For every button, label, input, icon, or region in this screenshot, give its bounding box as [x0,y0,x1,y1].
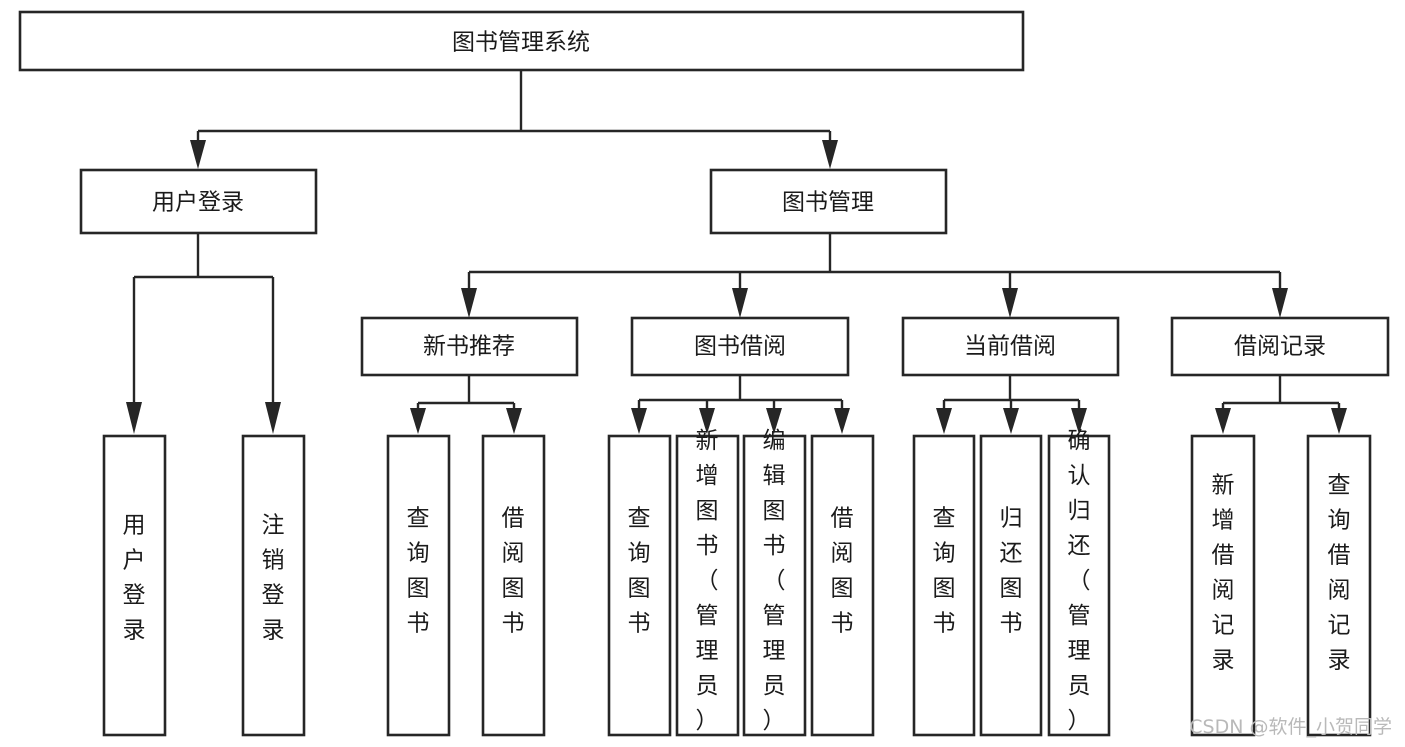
arrow-head-leaf-book-borrow-2 [766,408,782,434]
leaf-box-current-borrow-2[interactable] [1047,434,1111,737]
node-root-label: 图书管理系统 [452,30,590,56]
leaf-label-user-login-1: 注销登录 [262,513,285,644]
leaf-label-book-borrow-2: 编辑图书（管理员） [763,428,786,734]
leaf-node[interactable]: 编辑图书（管理员） [742,428,807,737]
leaf-node[interactable]: 查询图书 [386,434,451,737]
leaf-node[interactable]: 归还图书 [979,434,1043,737]
leaf-box-book-borrow-2[interactable] [742,434,807,737]
arrow-head-book-mgmt [822,140,838,169]
leaf-label-new-book-1: 借阅图书 [502,506,525,637]
node-new-book-recommend[interactable]: 新书推荐 [360,316,579,377]
leaf-label-borrow-record-0: 新增借阅记录 [1212,473,1235,674]
leaf-node[interactable]: 查询图书 [912,434,976,737]
arrow-head-leaf-new-book-1 [506,408,522,434]
leaf-node[interactable]: 借阅图书 [810,434,875,737]
arrow-head-leaf-book-borrow-1 [699,408,715,434]
node-book-borrow-box[interactable] [630,316,850,377]
node-book-borrow-label: 图书借阅 [694,334,786,360]
node-new-book-recommend-box[interactable] [360,316,579,377]
leaf-box-new-book-1[interactable] [481,434,546,737]
leaf-node[interactable]: 借阅图书 [481,434,546,737]
leaf-label-current-borrow-2: 确认归还（管理员） [1068,428,1091,734]
node-user-login[interactable]: 用户登录 [79,168,318,235]
arrow-head-leaf-borrow-record-1 [1331,408,1347,434]
leaf-label-current-borrow-0: 查询图书 [933,506,956,637]
leaf-label-book-borrow-1: 新增图书（管理员） [696,428,719,734]
arrow-head-leaf-book-borrow-0 [631,408,647,434]
arrow-head-book-borrow [732,288,748,318]
node-user-login-box[interactable] [79,168,318,235]
node-borrow-record-box[interactable] [1170,316,1390,377]
arrow-head-leaf-user-login-1 [265,402,281,434]
arrow-head-user-login [190,140,206,169]
leaf-box-user-login-0[interactable] [102,434,167,737]
leaf-box-book-borrow-1[interactable] [675,434,740,737]
leaf-box-user-login-1[interactable] [241,434,306,737]
arrow-head-borrow-record [1272,288,1288,318]
leaf-box-current-borrow-0[interactable] [912,434,976,737]
node-root-box[interactable] [18,10,1025,72]
leaf-label-user-login-0: 用户登录 [123,513,146,644]
arrow-head-leaf-borrow-record-0 [1215,408,1231,434]
arrow-head-leaf-current-borrow-2 [1071,408,1087,434]
arrow-head-leaf-current-borrow-0 [936,408,952,434]
leaf-label-book-borrow-0: 查询图书 [628,506,651,637]
leaf-box-current-borrow-1[interactable] [979,434,1043,737]
node-borrow-record-label: 借阅记录 [1234,334,1326,360]
arrow-head-leaf-new-book-0 [410,408,426,434]
node-user-login-label: 用户登录 [152,190,244,216]
leaf-node[interactable]: 确认归还（管理员） [1047,428,1111,737]
leaf-node[interactable]: 注销登录 [241,434,306,737]
node-borrow-record[interactable]: 借阅记录 [1170,316,1390,377]
node-root[interactable]: 图书管理系统 [18,10,1025,72]
node-book-management-box[interactable] [709,168,948,235]
leaf-label-new-book-0: 查询图书 [407,506,430,637]
leaf-node[interactable]: 用户登录 [102,434,167,737]
arrow-head-leaf-current-borrow-1 [1003,408,1019,434]
leaf-label-book-borrow-3: 借阅图书 [831,506,854,637]
node-current-borrow-label: 当前借阅 [964,334,1056,360]
node-new-book-recommend-label: 新书推荐 [423,334,515,360]
node-book-management-label: 图书管理 [782,190,874,216]
leaf-node[interactable]: 查询借阅记录 [1306,434,1372,737]
arrow-head-leaf-user-login-0 [126,402,142,434]
leaf-node[interactable]: 查询图书 [607,434,672,737]
node-current-borrow[interactable]: 当前借阅 [901,316,1120,377]
connector-layer [126,70,1347,434]
leaf-box-book-borrow-3[interactable] [810,434,875,737]
arrow-head-leaf-book-borrow-3 [834,408,850,434]
leaf-label-current-borrow-1: 归还图书 [1000,506,1023,637]
leaf-node[interactable]: 新增借阅记录 [1190,434,1256,737]
node-book-borrow[interactable]: 图书借阅 [630,316,850,377]
leaf-box-new-book-0[interactable] [386,434,451,737]
arrow-head-current-borrow [1002,288,1018,318]
leaf-box-book-borrow-0[interactable] [607,434,672,737]
leaf-box-borrow-record-0[interactable] [1190,434,1256,737]
leaf-node[interactable]: 新增图书（管理员） [675,428,740,737]
leaf-label-borrow-record-1: 查询借阅记录 [1328,473,1351,674]
leaf-box-borrow-record-1[interactable] [1306,434,1372,737]
arrow-head-new-book [461,288,477,318]
node-book-management[interactable]: 图书管理 [709,168,948,235]
watermark-label: CSDN @软件_小贺同学 [1189,716,1392,738]
node-current-borrow-box[interactable] [901,316,1120,377]
